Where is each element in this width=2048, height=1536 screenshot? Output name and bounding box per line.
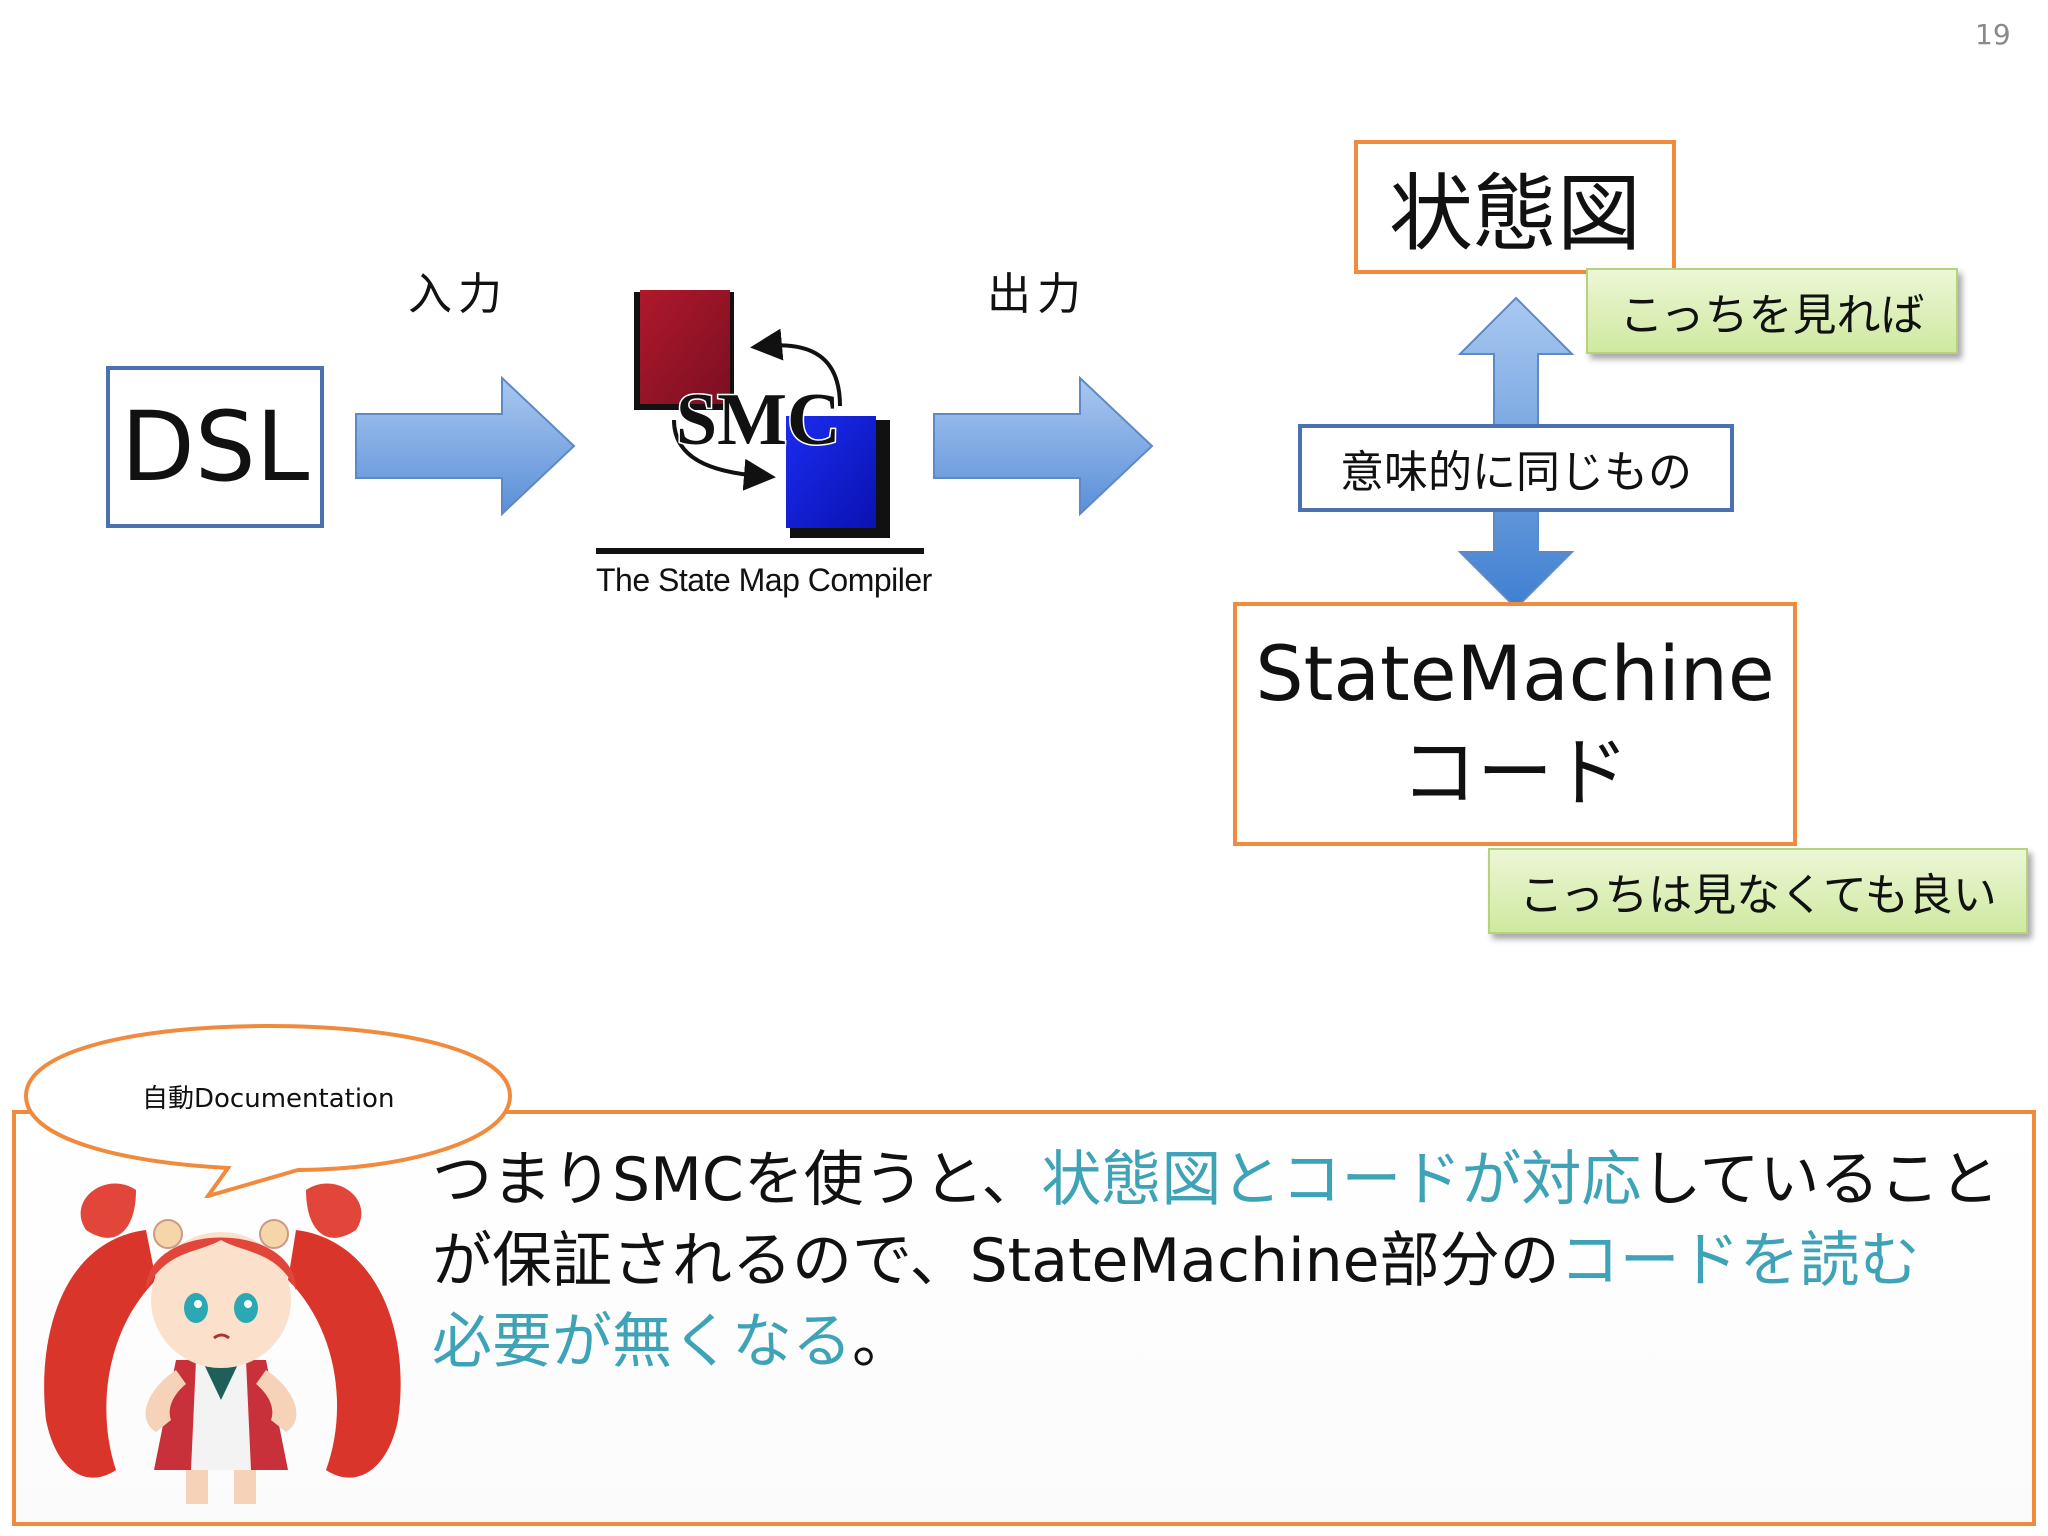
code-box-line1: StateMachine xyxy=(1255,629,1775,719)
main-text-segment: していること xyxy=(1641,1145,2000,1215)
main-text-segment: が保証されるので、StateMachine部分の xyxy=(432,1226,1560,1296)
note-no-need-text: こっちは見なくても良い xyxy=(1519,870,1997,921)
semantic-same-text: 意味的に同じもの xyxy=(1340,447,1692,498)
state-diagram-text: 状態図 xyxy=(1388,164,1641,263)
highlight-text: コードを読む xyxy=(1559,1226,1920,1296)
statemachine-code-box: StateMachine コード xyxy=(1233,602,1797,846)
smc-caption: The State Map Compiler xyxy=(596,562,932,598)
semantic-same-box: 意味的に同じもの xyxy=(1298,424,1734,512)
main-explanation-text: つまりSMCを使うと、状態図とコードが対応していること が保証されるので、Sta… xyxy=(432,1140,2012,1383)
page-number: 19 xyxy=(1975,18,2011,51)
input-label: 入力 xyxy=(408,269,508,320)
main-text-segment: 。 xyxy=(852,1307,912,1377)
code-box-line2: コード xyxy=(1401,728,1629,817)
main-text-segment: つまりSMCを使うと、 xyxy=(432,1145,1042,1215)
speech-bubble xyxy=(23,1023,513,1198)
main-text-line2: が保証されるので、StateMachine部分のコードを読む xyxy=(432,1221,2012,1302)
smc-logo-icon: SMC xyxy=(596,290,924,554)
dsl-box: DSL xyxy=(106,366,324,528)
right-arrow-icon xyxy=(355,376,576,516)
right-arrow-icon xyxy=(933,376,1154,516)
note-no-need: こっちは見なくても良い xyxy=(1488,848,2028,934)
state-diagram-box: 状態図 xyxy=(1354,140,1676,274)
note-see-this-text: こっちを見れば xyxy=(1619,290,1925,341)
note-see-this: こっちを見れば xyxy=(1586,268,1958,354)
main-text-line1: つまりSMCを使うと、状態図とコードが対応していること xyxy=(432,1140,2012,1221)
output-label: 出力 xyxy=(987,269,1087,320)
main-text-line3: 必要が無くなる。 xyxy=(432,1302,2012,1383)
smc-logo-text: SMC xyxy=(676,379,840,461)
highlight-text: 状態図とコードが対応 xyxy=(1041,1145,1642,1215)
speech-bubble-text: 自動Documentation xyxy=(142,1084,395,1114)
highlight-text: 必要が無くなる xyxy=(432,1307,852,1377)
dsl-text: DSL xyxy=(120,391,310,503)
mascot-character-icon xyxy=(44,1183,401,1504)
